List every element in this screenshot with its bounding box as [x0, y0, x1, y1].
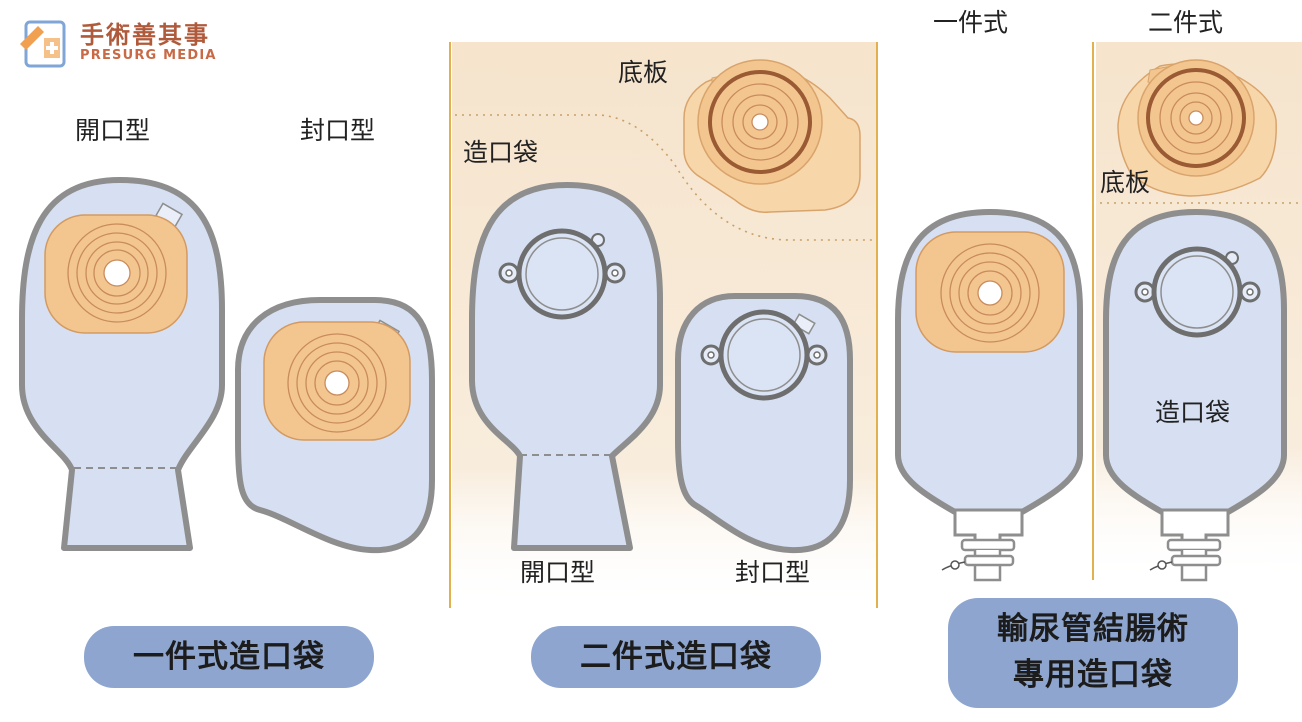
one-piece-open-label: 開口型: [75, 116, 151, 145]
brand-name-en: PRESURG MEDIA: [80, 48, 217, 64]
two-piece-pouch-label: 造口袋: [463, 138, 539, 167]
one-piece-closed-pouch: [235, 297, 435, 554]
logo-icon: [20, 20, 66, 68]
two-piece-open-label: 開口型: [520, 558, 596, 587]
brand-name-cn: 手術善其事: [80, 20, 210, 49]
two-piece-title: 二件式造口袋: [580, 639, 772, 675]
two-piece-closed-pouch: [675, 293, 853, 554]
urostomy-title-line1: 輸尿管結腸術: [997, 611, 1189, 647]
one-piece-closed-label: 封口型: [300, 116, 376, 145]
urostomy-one-piece-pouch: [895, 209, 1083, 582]
one-piece-title-pill: 一件式造口袋: [84, 626, 374, 688]
two-piece-baseplate: [683, 59, 861, 213]
urostomy-pouch-label: 造口袋: [1155, 398, 1231, 427]
urostomy-one-piece-label: 一件式: [933, 8, 1009, 37]
two-piece-title-pill: 二件式造口袋: [531, 626, 821, 688]
two-piece-drainable-pouch: [469, 182, 663, 551]
one-piece-title: 一件式造口袋: [133, 639, 325, 675]
two-piece-closed-label: 封口型: [735, 558, 811, 587]
urostomy-title-pill: 輸尿管結腸術 專用造口袋: [948, 598, 1238, 708]
one-piece-drainable-pouch: [19, 177, 225, 551]
urostomy-two-piece-baseplate: [1117, 59, 1277, 197]
urostomy-two-piece-label: 二件式: [1148, 8, 1224, 37]
urostomy-baseplate-label: 底板: [1100, 168, 1151, 197]
two-piece-baseplate-label: 底板: [618, 58, 669, 87]
urostomy-title-line2: 專用造口袋: [1013, 657, 1173, 693]
brand-logo: 手術善其事 PRESURG MEDIA: [16, 16, 217, 72]
urostomy-two-piece-pouch: [1103, 209, 1287, 582]
